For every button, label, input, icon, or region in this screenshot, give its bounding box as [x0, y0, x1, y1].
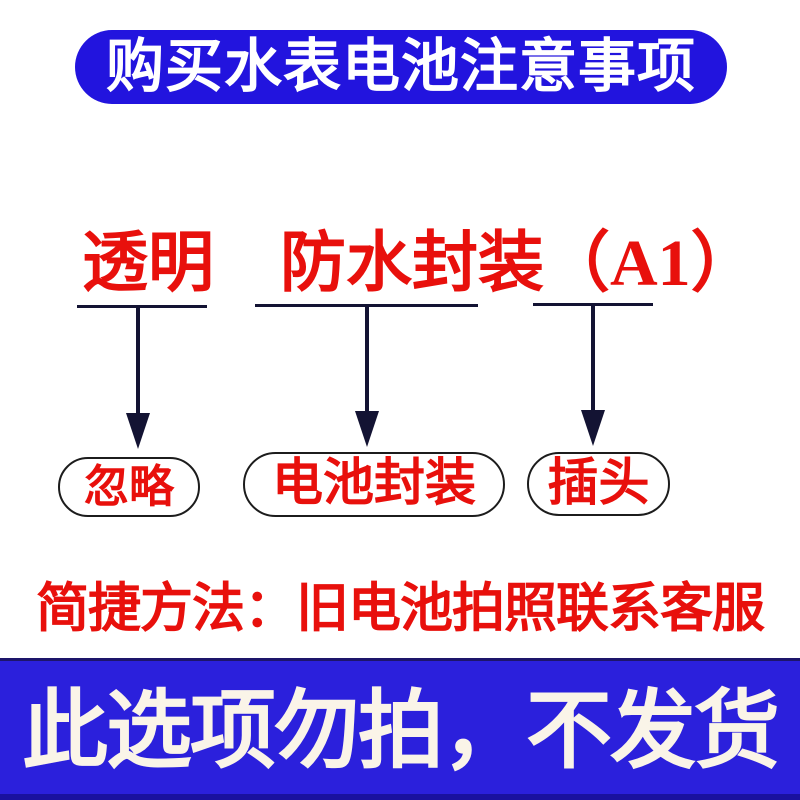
arrow-stem: [365, 304, 369, 413]
quick-method-note: 简捷方法：旧电池拍照联系客服: [36, 579, 765, 638]
pill-label: 电池封装: [271, 456, 476, 512]
bottom-banner: 此选项勿拍，不发货: [0, 658, 800, 800]
arrow-stem: [136, 305, 140, 415]
label-pill-ignore: 忽略: [58, 457, 200, 517]
package-type-heading: 透明 防水封装（A1）: [82, 227, 757, 300]
label-pill-plug: 插头: [527, 452, 670, 516]
top-banner-title: 购买水表电池注意事项: [105, 34, 696, 99]
arrow-head-icon: [355, 411, 379, 447]
bottom-banner-warning: 此选项勿拍，不发货: [22, 682, 780, 779]
arrow-stem: [591, 303, 595, 412]
arrow-head-icon: [581, 410, 605, 446]
pill-label: 忽略: [83, 461, 174, 512]
label-pill-battery-package: 电池封装: [243, 452, 505, 517]
arrow-crossbar: [77, 305, 207, 308]
arrow-head-icon: [126, 413, 150, 449]
pill-label: 插头: [547, 455, 650, 512]
top-banner: 购买水表电池注意事项: [75, 30, 727, 104]
